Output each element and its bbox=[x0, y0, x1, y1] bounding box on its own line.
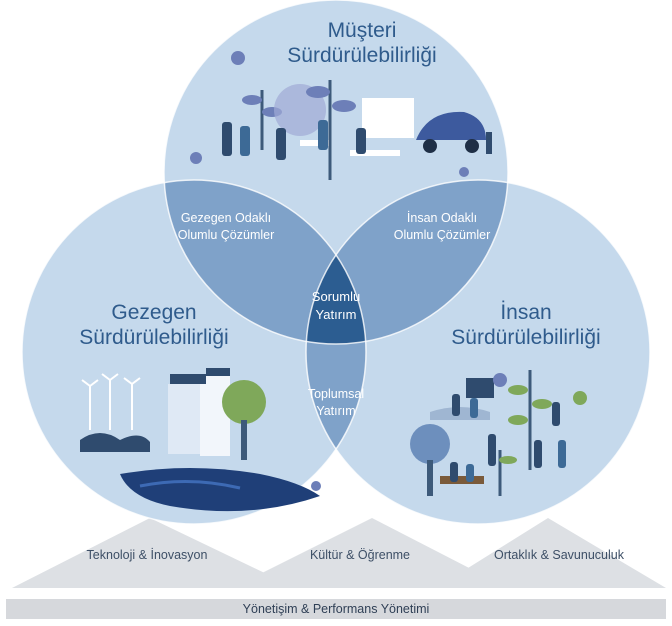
overlap-top-left bbox=[164, 180, 366, 344]
pillar-partnership bbox=[436, 518, 666, 588]
responsible-investment-label: Sorumlu Yatırım bbox=[311, 289, 361, 322]
customer-sustainability-title: Müşteri Sürdürülebilirliği bbox=[287, 19, 437, 67]
people-focused-solutions-label: İnsan Odaklı Olumlu Çözümler bbox=[393, 211, 491, 242]
pillar-partnership-label: Ortaklık & Savunuculuk bbox=[494, 548, 624, 562]
people-illustration bbox=[410, 370, 587, 496]
people-sustainability-title: İnsan Sürdürülebilirliği bbox=[451, 301, 601, 349]
customer-illustration bbox=[190, 51, 492, 180]
social-investment-label: Toplumsal Yatırım bbox=[307, 387, 365, 418]
overlap-top-right bbox=[306, 180, 508, 344]
planet-sustainability-title: Gezegen Sürdürülebilirliği bbox=[79, 301, 229, 349]
pillar-technology bbox=[12, 518, 296, 588]
pillar-culture bbox=[232, 518, 508, 588]
planet-focused-solutions-label: Gezegen Odaklı Olumlu Çözümler bbox=[177, 211, 275, 242]
pillar-culture-label: Kültür & Öğrenme bbox=[309, 548, 411, 562]
governance-performance-bar: Yönetişim & Performans Yönetimi bbox=[6, 599, 666, 619]
planet-illustration bbox=[80, 368, 321, 512]
pillar-technology-label: Teknoloji & İnovasyon bbox=[86, 548, 208, 562]
